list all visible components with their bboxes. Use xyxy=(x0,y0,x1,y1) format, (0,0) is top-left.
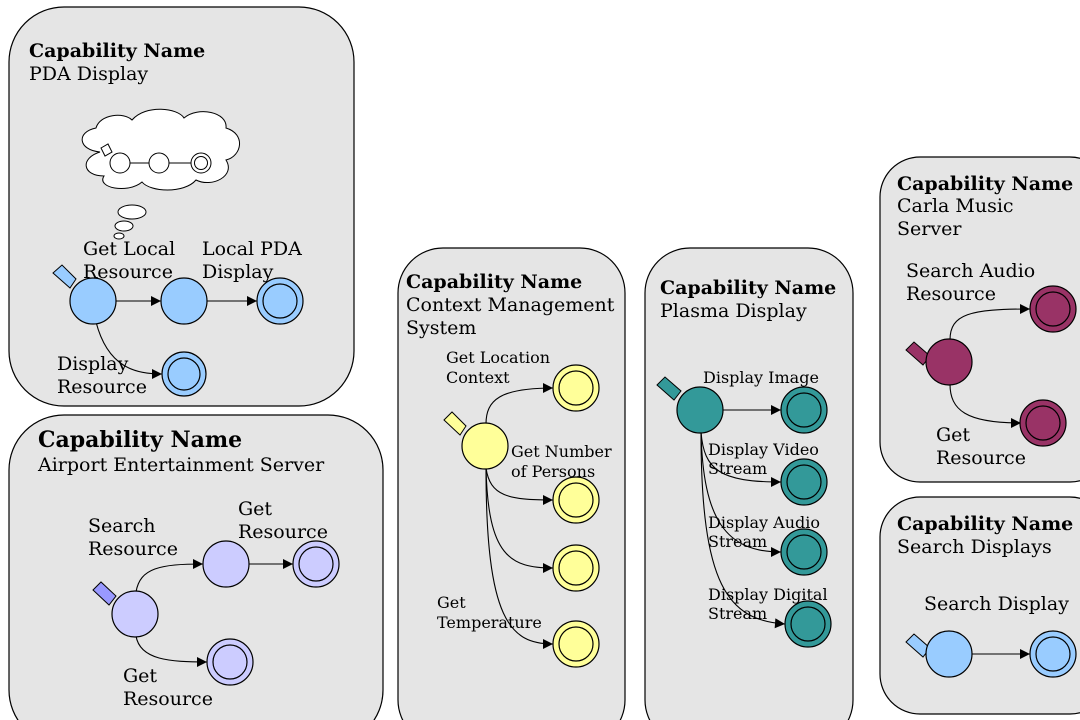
final-state-node xyxy=(780,528,828,576)
state-node xyxy=(111,590,159,638)
start-pointer-icon xyxy=(443,411,467,436)
final-state-ring xyxy=(786,534,822,570)
final-state-node xyxy=(1029,630,1077,678)
edge-label: Get Local xyxy=(83,238,175,260)
edge-label: Search Audio xyxy=(906,260,1035,282)
panel-header: Capability Name xyxy=(38,427,242,453)
thought-cloud-icon xyxy=(81,108,240,240)
state-node xyxy=(461,422,509,470)
edge-label: Resource xyxy=(238,521,328,543)
edge-label: Display xyxy=(57,353,129,375)
panel-subtitle: Plasma Display xyxy=(660,300,807,322)
panel-subtitle: System xyxy=(406,317,476,339)
final-state-ring xyxy=(558,626,594,662)
final-state-node xyxy=(552,544,600,592)
panel-subtitle: Carla Music xyxy=(897,195,1014,217)
edge-label: Local PDA xyxy=(202,238,302,260)
edge-label: Get xyxy=(238,498,272,520)
edge-label: Search xyxy=(88,515,156,537)
edge-label: Display Image xyxy=(703,368,819,387)
final-state-ring xyxy=(167,357,201,391)
final-state-node xyxy=(292,540,340,588)
start-pointer-icon xyxy=(656,376,682,401)
edge-label: Stream xyxy=(708,604,767,623)
edge-label: Get Number xyxy=(511,442,612,461)
panel-header: Capability Name xyxy=(406,271,582,293)
edge-label: Resource xyxy=(906,283,996,305)
final-state-ring xyxy=(1035,291,1071,327)
start-pointer-icon xyxy=(92,581,117,606)
final-state-node xyxy=(780,386,828,434)
state-node xyxy=(925,630,973,678)
final-state-ring xyxy=(262,283,298,319)
panel-box xyxy=(879,156,1080,483)
panel-subtitle: Context Management xyxy=(406,294,615,316)
final-state-node xyxy=(552,476,600,524)
edge-label: Display Audio xyxy=(708,513,820,532)
edge-label: Get xyxy=(123,665,157,687)
final-state-ring xyxy=(1025,405,1061,441)
edge-label: Resource xyxy=(83,261,173,283)
final-state-ring xyxy=(298,546,334,582)
edge-label: Temperature xyxy=(437,613,542,632)
state-node xyxy=(925,338,973,386)
final-state-ring xyxy=(786,392,822,428)
state-node xyxy=(160,277,208,325)
final-state-node xyxy=(1029,285,1077,333)
state-node xyxy=(69,277,117,325)
edge-label: Stream xyxy=(708,532,767,551)
final-state-ring xyxy=(1035,636,1071,672)
panel-pda-display: Capability Name PDA Display Get Local Re… xyxy=(8,6,355,407)
edge-label: Context xyxy=(446,368,510,387)
final-state-node xyxy=(206,638,254,686)
edge-label: Display Video xyxy=(708,440,819,459)
final-state-node xyxy=(780,458,828,506)
final-state-node xyxy=(552,364,600,412)
panel-header: Capability Name xyxy=(897,173,1073,195)
edge-label: Display xyxy=(202,261,274,283)
edge-label: Stream xyxy=(708,459,767,478)
edge-label: Resource xyxy=(57,376,147,398)
final-state-ring xyxy=(558,550,594,586)
state-node xyxy=(676,386,724,434)
final-state-node xyxy=(784,600,832,648)
panel-subtitle: PDA Display xyxy=(29,63,148,85)
edge-label: Get Location xyxy=(446,348,550,367)
panel-subtitle: Server xyxy=(897,218,962,240)
state-node xyxy=(202,540,250,588)
panel-header: Capability Name xyxy=(29,40,205,62)
panel-header: Capability Name xyxy=(660,277,836,299)
edge-label: Resource xyxy=(123,688,213,710)
final-state-ring xyxy=(212,644,248,680)
final-state-ring xyxy=(558,482,594,518)
edge-label: Resource xyxy=(936,447,1026,469)
panel-header: Capability Name xyxy=(897,513,1073,535)
final-state-node xyxy=(161,351,207,397)
panel-plasma-display: Capability Name Plasma Display Display I… xyxy=(644,247,854,720)
panel-carla-music-server: Capability Name Carla Music Server Searc… xyxy=(879,156,1080,483)
edge-label: Resource xyxy=(88,538,178,560)
final-state-ring xyxy=(786,464,822,500)
panel-airport-entertainment-server: Capability Name Airport Entertainment Se… xyxy=(8,414,384,720)
final-state-ring xyxy=(790,606,826,642)
edge-label: Search Display xyxy=(924,593,1069,615)
start-pointer-icon xyxy=(52,264,77,289)
final-state-node xyxy=(256,277,304,325)
panel-search-displays: Capability Name Search Displays Search D… xyxy=(879,496,1080,715)
final-state-node xyxy=(1019,399,1067,447)
final-state-node xyxy=(552,620,600,668)
panel-context-management-system: Capability Name Context Management Syste… xyxy=(397,247,626,720)
panel-subtitle: Search Displays xyxy=(897,536,1052,558)
edge-label: of Persons xyxy=(511,462,595,481)
edge-label: Get xyxy=(936,424,970,446)
final-state-ring xyxy=(558,370,594,406)
edge-label: Get xyxy=(437,593,466,612)
panel-subtitle: Airport Entertainment Server xyxy=(37,454,325,476)
edge-label: Display Digital xyxy=(708,585,828,604)
